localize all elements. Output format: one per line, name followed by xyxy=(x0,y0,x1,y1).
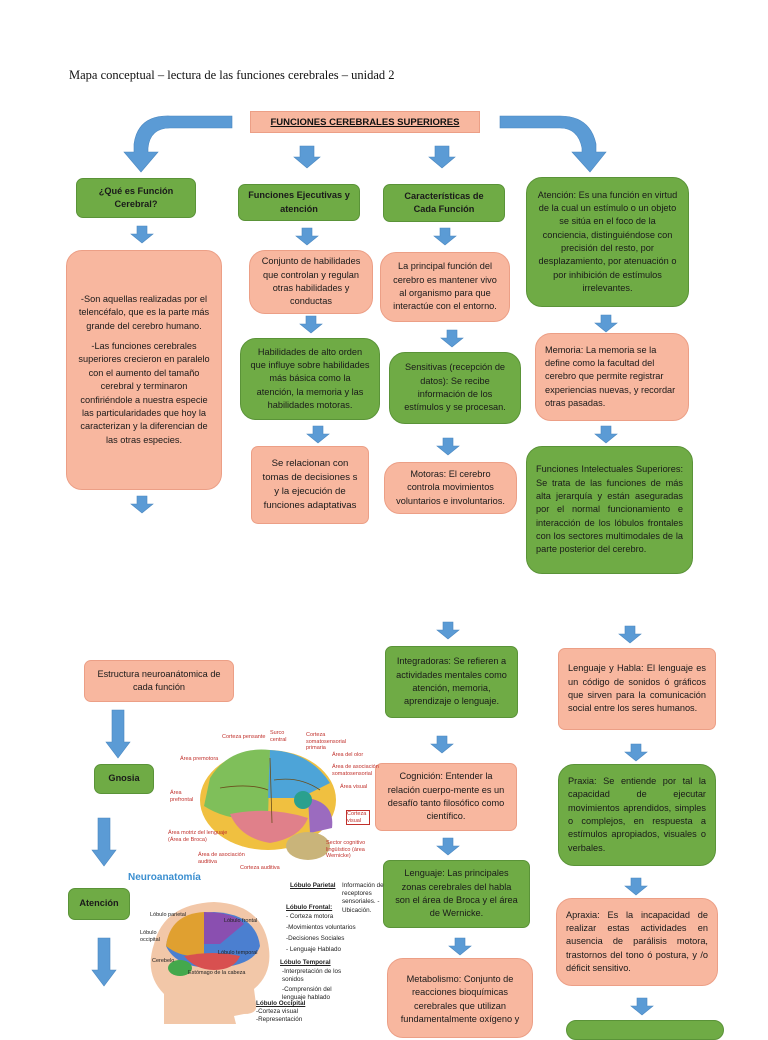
neuroanatomy-title: Neuroanatomía xyxy=(128,872,201,883)
arrow-bl-2 xyxy=(91,817,117,867)
label-premotora: Área premotora xyxy=(180,756,219,762)
label-asociacion-somato: Área de asociación somatosensorial xyxy=(332,764,379,777)
document-title: Mapa conceptual – lectura de las funcion… xyxy=(69,68,395,82)
temporal-heading: Lóbulo Temporal xyxy=(280,959,331,966)
frontal-item-3: -Decisiones Sociales xyxy=(286,935,345,942)
head-label-estomago: Estómago de la cabeza xyxy=(188,970,246,976)
occipital-item-1: -Corteza visual xyxy=(256,1008,298,1015)
label-prefrontal: Área prefrontal xyxy=(170,790,194,803)
label-broca: Área motriz del lenguaje (Área de Broca) xyxy=(168,830,228,843)
attention-small-box: Atención xyxy=(68,888,130,920)
high-order-skills-box: Habilidades de alto orden que influye so… xyxy=(240,338,380,420)
label-surco-central: Surco central xyxy=(270,730,287,743)
parietal-info: Información de receptores sensoriales. -… xyxy=(342,882,384,914)
arrow-bl-1 xyxy=(105,709,131,759)
language-areas-box: Lenguaje: Las principales zonas cerebral… xyxy=(383,860,530,928)
label-area-olor: Área del olor xyxy=(332,752,364,758)
curved-arrow-left xyxy=(123,115,233,173)
arrow-c3-6 xyxy=(436,837,460,856)
arrow-c4-1 xyxy=(594,314,618,333)
what-is-brain-function-box: ¿Qué es Función Cerebral? xyxy=(76,178,196,218)
temporal-item-2: -Comprensión del lenguaje hablado xyxy=(282,986,332,1002)
head-label-occipital: Lóbulo occipital xyxy=(140,930,160,943)
next-box-cutoff xyxy=(566,1020,724,1040)
label-corteza-auditiva: Corteza auditiva xyxy=(240,865,280,871)
definition-paragraph-2: -Las funciones cerebrales superiores cre… xyxy=(78,341,210,445)
arrow-c4-5 xyxy=(624,877,648,896)
praxia-box: Praxia: Se entiende por tal la capacidad… xyxy=(558,764,716,866)
arrow-c4-2 xyxy=(594,425,618,444)
characteristics-box: Características de Cada Función xyxy=(383,184,505,222)
frontal-item-2: -Movimientos voluntarios xyxy=(286,924,356,931)
neuroanatomical-structure-box: Estructura neuroanátomica de cada funció… xyxy=(84,660,234,702)
arrow-c2-2 xyxy=(299,315,323,334)
executive-functions-box: Funciones Ejecutivas y atención xyxy=(238,184,360,221)
head-label-temporal: Lóbulo temporal xyxy=(218,950,258,956)
arrow-c3-5 xyxy=(430,735,454,754)
memory-box: Memoria: La memoria se la define como la… xyxy=(535,333,689,421)
brain-lobes-illustration xyxy=(200,749,336,860)
occipital-heading: Lóbulo Occipital xyxy=(256,1000,306,1007)
label-corteza-visual: Corteza visual xyxy=(346,810,370,826)
occipital-item-2: -Representación xyxy=(256,1016,303,1023)
language-speech-box: Lenguaje y Habla: El lenguaje es un códi… xyxy=(558,648,716,730)
arrow-c2-1 xyxy=(295,227,319,246)
main-function-box: La principal función del cerebro es mant… xyxy=(380,252,510,322)
arrow-c1-1 xyxy=(130,225,154,244)
frontal-item-4: - Lenguaje Hablado xyxy=(286,946,341,953)
arrow-c2-3 xyxy=(306,425,330,444)
arrow-c4-6 xyxy=(630,997,654,1016)
head-label-frontal: Lóbulo frontal xyxy=(224,918,258,924)
arrow-c4-4 xyxy=(624,743,648,762)
metabolism-box: Metabolismo: Conjunto de reacciones bioq… xyxy=(387,958,533,1038)
parietal-heading: Lóbulo Parietal xyxy=(290,882,336,889)
intellectual-functions-box: Funciones Intelectuales Superiores: Se t… xyxy=(526,446,693,574)
cognition-box: Cognición: Entender la relación cuerpo-m… xyxy=(375,763,517,831)
arrow-c4-3 xyxy=(618,625,642,644)
curved-arrow-right xyxy=(499,115,607,173)
sensory-box: Sensitivas (recepción de datos): Se reci… xyxy=(389,352,521,424)
head-label-cerebelo: Cerebelo xyxy=(152,958,175,964)
label-area-visual: Área visual xyxy=(340,784,368,790)
main-title-box: FUNCIONES CEREBRALES SUPERIORES xyxy=(250,111,480,133)
definition-box: -Son aquellas realizadas por el telencéf… xyxy=(66,250,222,490)
apraxia-box: Apraxia: Es la incapacidad de realizar e… xyxy=(556,898,718,986)
arrow-c3-3 xyxy=(436,437,460,456)
label-somatosensorial: Corteza somatosensorial primaria xyxy=(306,732,347,752)
arrow-bl-3 xyxy=(91,937,117,987)
motor-box: Motoras: El cerebro controla movimientos… xyxy=(384,462,517,514)
arrow-c3-4 xyxy=(436,621,460,640)
arrow-c3-2 xyxy=(440,329,464,348)
arrow-down-col2 xyxy=(293,145,321,169)
head-label-parietal: Lóbulo parietal xyxy=(150,912,187,918)
temporal-item-1: -Interpretación de los sonidos xyxy=(282,968,342,984)
arrow-down-col3 xyxy=(428,145,456,169)
head-profile-illustration xyxy=(150,902,270,1024)
gnosia-box: Gnosia xyxy=(94,764,154,794)
arrow-c3-1 xyxy=(433,227,457,246)
label-corteza-pensante: Corteza pensante xyxy=(222,734,266,740)
arrow-c3-7 xyxy=(448,937,472,956)
integrative-box: Integradoras: Se refieren a actividades … xyxy=(385,646,518,718)
executive-definition-box: Conjunto de habilidades que controlan y … xyxy=(249,250,373,314)
frontal-item-1: - Corteza motora xyxy=(286,913,334,920)
frontal-heading: Lóbulo Frontal: xyxy=(286,904,333,911)
decision-making-box: Se relacionan con tomas de decisiones s … xyxy=(251,446,369,524)
arrow-c1-2 xyxy=(130,495,154,514)
definition-paragraph-1: -Son aquellas realizadas por el telencéf… xyxy=(78,294,210,331)
attention-box: Atención: Es una función en virtud de la… xyxy=(526,177,689,307)
label-asociacion-auditiva: Área de asociación auditiva xyxy=(198,852,245,865)
label-wernicke: Sector cognitivo lingüístico (área Werni… xyxy=(326,840,366,860)
